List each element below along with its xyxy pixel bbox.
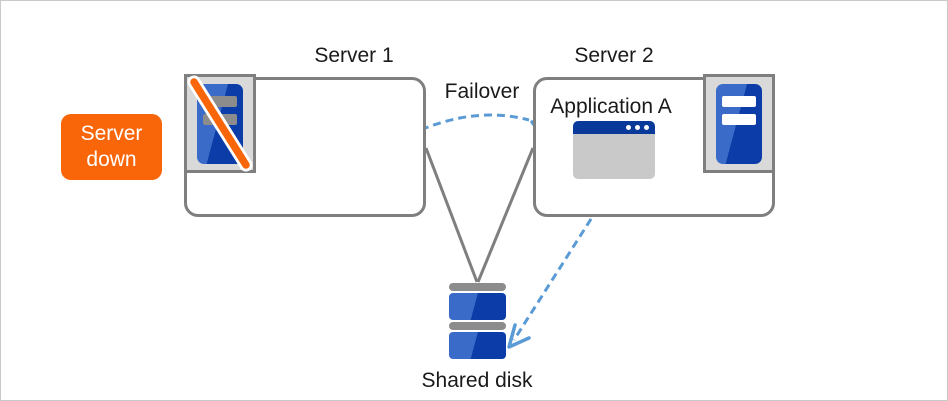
server-down-badge-line1: Server	[80, 122, 143, 145]
disk-platter	[449, 332, 506, 359]
server-vent-bar	[722, 113, 756, 125]
window-dot-icon	[644, 125, 649, 130]
server1-to-disk-line	[424, 147, 479, 283]
server-tower-icon	[716, 83, 762, 164]
app-window-body	[573, 134, 655, 179]
server-tower-icon	[197, 83, 243, 164]
server2-to-disk-line	[476, 147, 535, 283]
disk-cap-bar	[449, 322, 506, 330]
app-window-titlebar	[573, 121, 655, 134]
server-vent-bar	[203, 113, 237, 125]
shared-disk-label: Shared disk	[421, 369, 533, 392]
disk-cap-bar	[449, 283, 506, 291]
app-window-icon	[573, 121, 655, 179]
server2-icon	[703, 74, 775, 173]
app-to-disk-arrowhead-icon	[507, 323, 531, 349]
server-vent-bar	[722, 95, 756, 107]
server-down-badge: Server down	[61, 114, 162, 180]
server-vent-bar	[203, 95, 237, 107]
window-dot-icon	[635, 125, 640, 130]
disk-platter	[449, 293, 506, 320]
shared-disk-stack-icon	[449, 283, 506, 359]
server1-down-icon	[184, 74, 256, 173]
failover-label: Failover	[444, 80, 520, 103]
server2-title: Server 2	[574, 44, 654, 67]
window-dot-icon	[626, 125, 631, 130]
failover-arrow-arc	[408, 113, 530, 137]
server-down-badge-line2: down	[86, 148, 137, 171]
server1-title: Server 1	[314, 44, 394, 67]
application-a-label: Application A	[550, 95, 672, 118]
